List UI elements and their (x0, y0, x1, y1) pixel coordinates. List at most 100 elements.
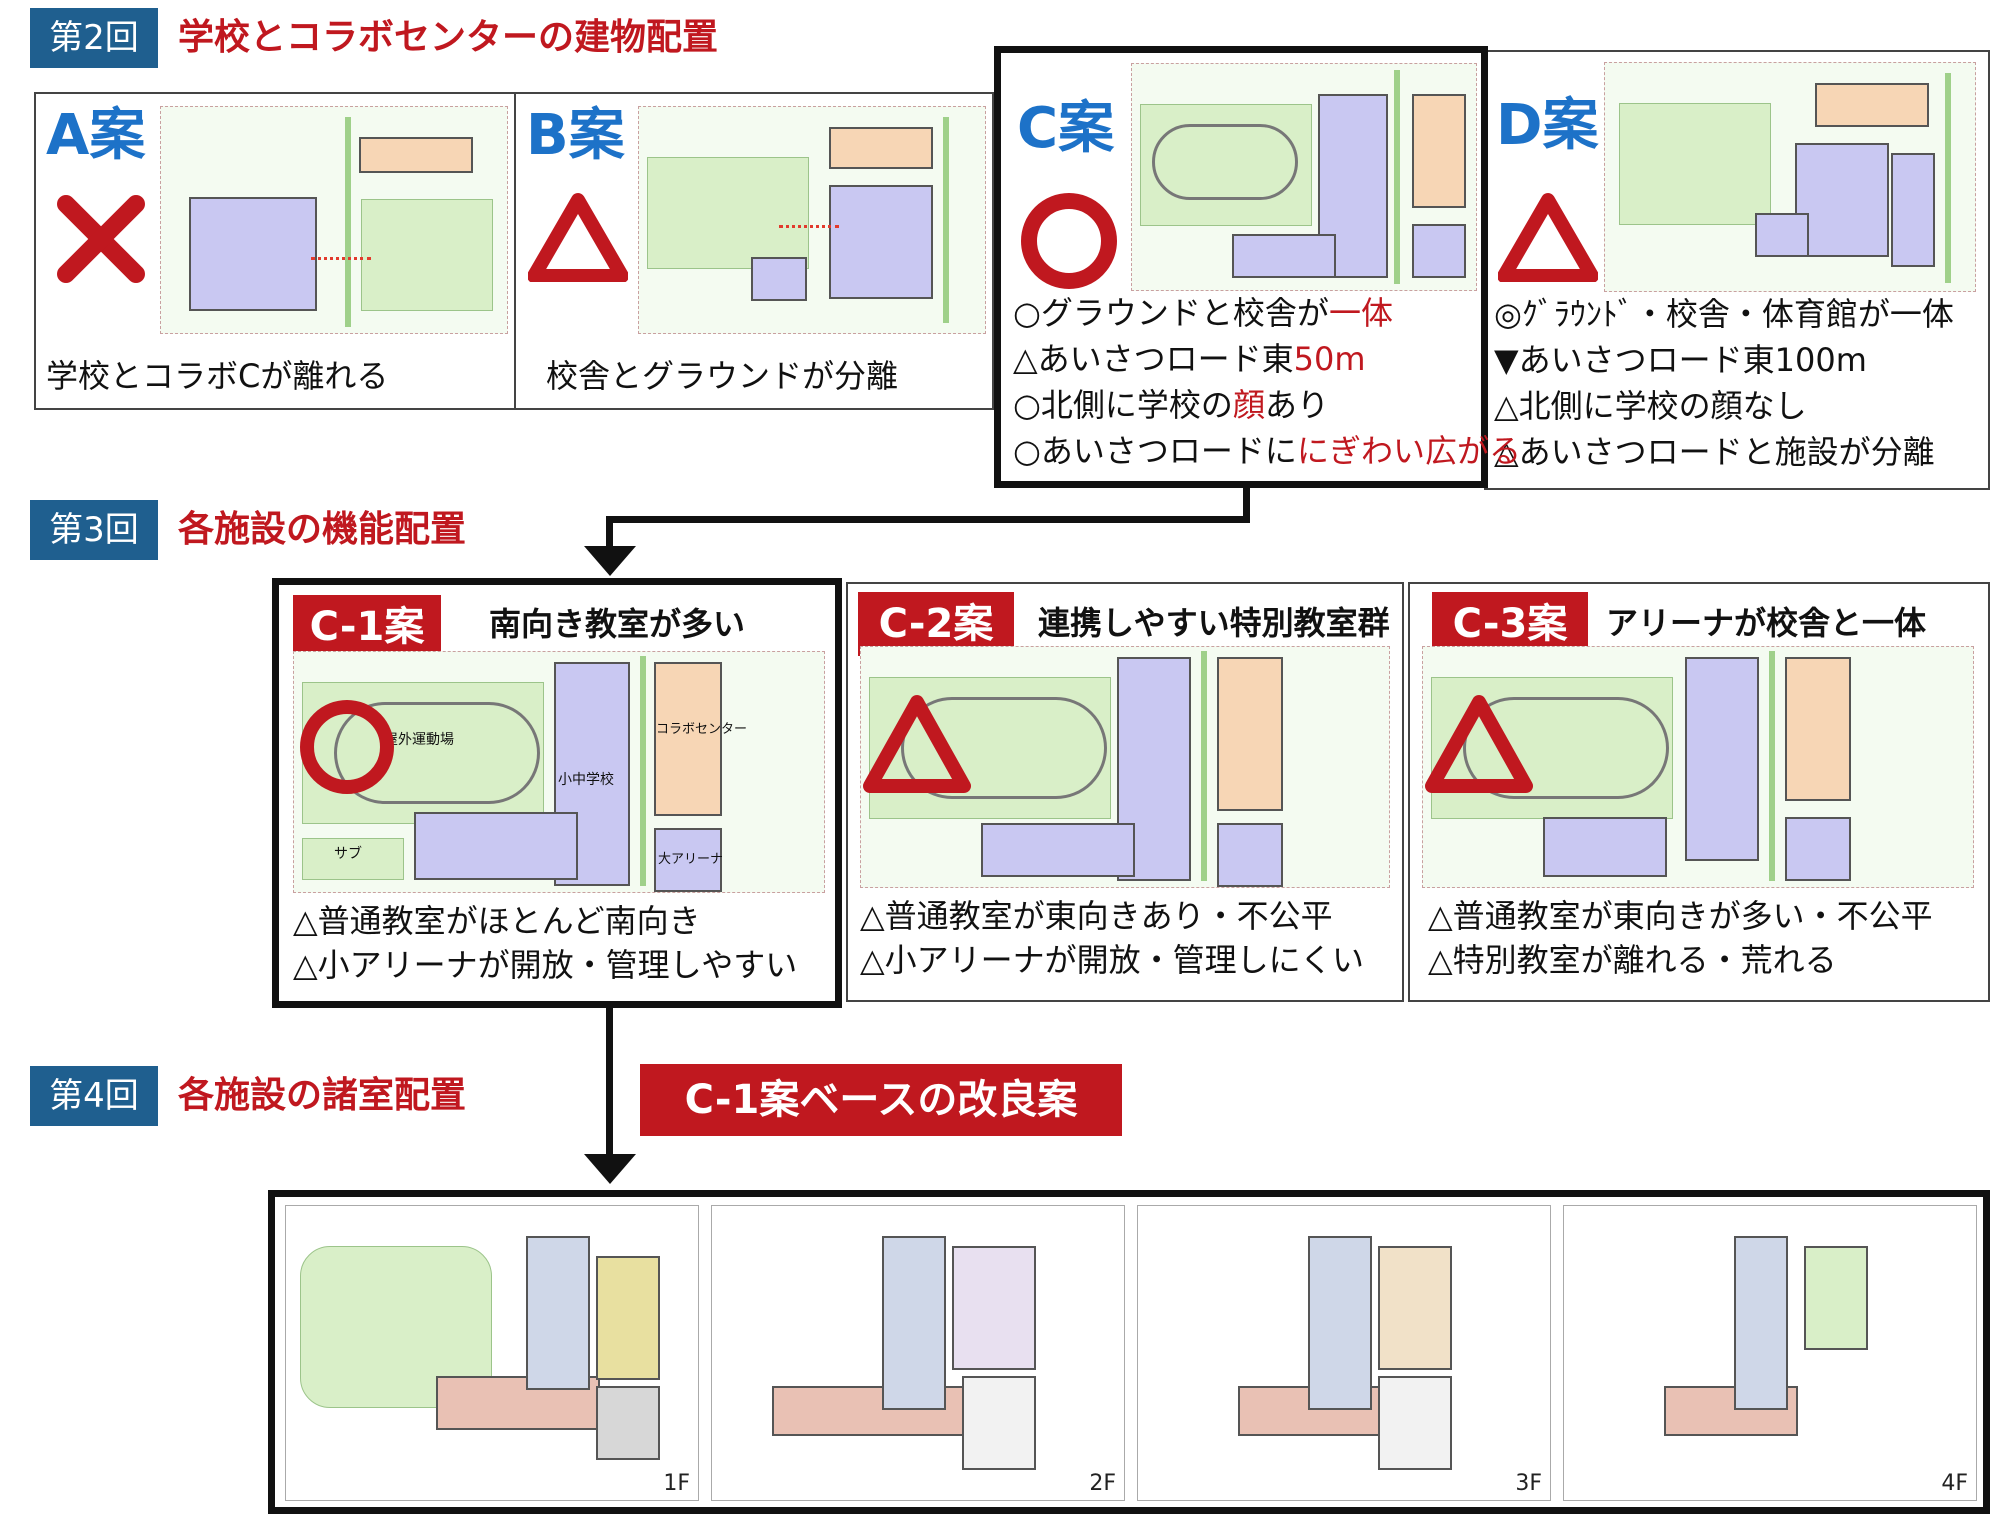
school-wing (414, 812, 578, 880)
round3-title: 各施設の機能配置 (178, 509, 467, 550)
floor-label-1f: 1F (663, 1471, 690, 1496)
site-map (1604, 62, 1976, 292)
plan-c3-label: C-3案 (1432, 592, 1588, 656)
plan-d-note-3: △北側に学校の顔なし (1494, 387, 1807, 425)
triangle-icon (1498, 193, 1598, 282)
field-area (1619, 103, 1771, 225)
plan-c1-note-1: △普通教室がほとんど南向き (293, 902, 701, 940)
running-track (334, 702, 540, 804)
collab-label: コラボセンター (656, 722, 748, 737)
plan-a-panel: A案 学校とコラボCが離れる (34, 92, 516, 410)
greeting-road (345, 117, 351, 327)
plan-c-note-3: ○北側に学校の顔あり (1013, 386, 1329, 424)
site-map (1131, 63, 1477, 291)
plan-d-note-4: △あいさつロードと施設が分離 (1494, 433, 1935, 471)
plan-b-label: B案 (526, 103, 625, 168)
site-map (860, 646, 1390, 888)
arena-block (1217, 823, 1283, 887)
classroom-wing (1664, 1386, 1798, 1436)
collab-block (654, 662, 722, 816)
collab-block (1217, 657, 1283, 811)
collab-block (952, 1246, 1036, 1370)
floor-plans-panel: 1F 2F 3F 4F (268, 1190, 1990, 1514)
plan-c2-label: C-2案 (858, 592, 1014, 656)
sub-field (302, 838, 404, 880)
running-track (1152, 124, 1298, 200)
sub-label: サブ (334, 846, 362, 862)
round4-tag: 第4回 (30, 1066, 158, 1126)
round2-tag: 第2回 (30, 8, 158, 68)
plan-d-note-2: ▼あいさつロード東100m (1494, 341, 1867, 379)
collab-block (829, 127, 933, 169)
school-label: 小中学校 (558, 772, 614, 788)
plan-c3-note-1: △普通教室が東向きが多い・不公平 (1428, 897, 1933, 935)
school-tower (1734, 1236, 1788, 1410)
school-wing (981, 823, 1135, 877)
school-block (1685, 657, 1759, 861)
special-block (1785, 817, 1851, 881)
plan-c2-panel: C-2案 連携しやすい特別教室群 △普通教室が東向きあり・不公平 △小アリーナが… (846, 582, 1404, 1002)
circle-icon (300, 700, 394, 794)
floor-plan-4f: 4F (1563, 1205, 1977, 1501)
school-tower (526, 1236, 590, 1390)
arena-wing (1543, 817, 1667, 877)
cross-icon (57, 195, 145, 283)
plan-c-note-2: △あいさつロード東50m (1013, 340, 1366, 378)
plan-b-note: 校舎とグラウンドが分離 (546, 357, 899, 395)
link-arrow (311, 257, 371, 260)
school-block (829, 185, 933, 299)
plan-d-note-1: ◎ｸﾞﾗｳﾝﾄﾞ・校舎・体育館が一体 (1494, 295, 1954, 333)
round2-title: 学校とコラボセンターの建物配置 (178, 17, 719, 58)
arena-block (1412, 224, 1466, 278)
running-track (1463, 697, 1669, 799)
field-area (647, 157, 809, 269)
triangle-icon (863, 695, 971, 793)
site-map (638, 106, 986, 334)
collab-block (1815, 83, 1929, 127)
plan-c-note-1: ○グラウンドと校舎が一体 (1013, 294, 1393, 332)
down-arrow-icon (584, 1154, 636, 1184)
plan-c3-panel: C-3案 アリーナが校舎と一体 △普通教室が東向きが多い・不公平 △特別教室が離… (1408, 582, 1990, 1002)
connector-line (1243, 488, 1250, 522)
plan-c1-note-2: △小アリーナが開放・管理しやすい (293, 946, 798, 984)
site-map: 屋外運動場 小中学校 コラボセンター 大アリーナ サブ (293, 651, 825, 893)
link-arrow (779, 225, 839, 228)
gym-block (751, 257, 807, 301)
field-area (361, 199, 493, 311)
plan-c2-subtitle: 連携しやすい特別教室群 (1038, 604, 1390, 642)
arena-void (1378, 1376, 1452, 1470)
greeting-road (943, 117, 949, 323)
arena-label: 大アリーナ (658, 852, 724, 867)
plan-a-label: A案 (46, 103, 146, 168)
school-tower (1308, 1236, 1372, 1410)
plan-c2-note-2: △小アリーナが開放・管理しにくい (860, 941, 1364, 979)
floor-plan-2f: 2F (711, 1205, 1125, 1501)
plan-c3-note-2: △特別教室が離れる・荒れる (1428, 941, 1837, 979)
greeting-road (1394, 70, 1400, 284)
connector-line (606, 516, 613, 550)
greeting-road (640, 656, 646, 886)
floor-plan-1f: 1F (285, 1205, 699, 1501)
collab-block (359, 137, 473, 173)
improved-plan-banner: C-1案ベースの改良案 (640, 1064, 1122, 1136)
school-wing (1232, 234, 1336, 278)
plan-c1-label: C-1案 (293, 595, 441, 659)
connector-line (606, 1008, 613, 1158)
field-label: 屋外運動場 (384, 732, 454, 748)
plan-c1-panel: C-1案 南向き教室が多い 屋外運動場 小中学校 コラボセンター 大アリーナ サ… (272, 578, 842, 1008)
collab-block (1378, 1246, 1452, 1370)
floor-plan-3f: 3F (1137, 1205, 1551, 1501)
plan-c1-subtitle: 南向き教室が多い (489, 605, 746, 643)
floor-label-3f: 3F (1515, 1471, 1542, 1496)
circle-icon (1021, 193, 1117, 289)
site-map (1422, 646, 1974, 888)
plan-d-panel: D案 ◎ｸﾞﾗｳﾝﾄﾞ・校舎・体育館が一体 ▼あいさつロード東100m △北側に… (1484, 50, 1990, 490)
school-tower (882, 1236, 946, 1410)
plan-c-note-4: ○あいさつロードににぎわい広がる (1013, 432, 1521, 470)
floor-label-2f: 2F (1089, 1471, 1116, 1496)
plan-c-label: C案 (1017, 96, 1115, 161)
collab-block (596, 1256, 660, 1380)
arena-block (654, 828, 722, 892)
classroom-wing (436, 1376, 600, 1430)
running-track (901, 697, 1107, 799)
